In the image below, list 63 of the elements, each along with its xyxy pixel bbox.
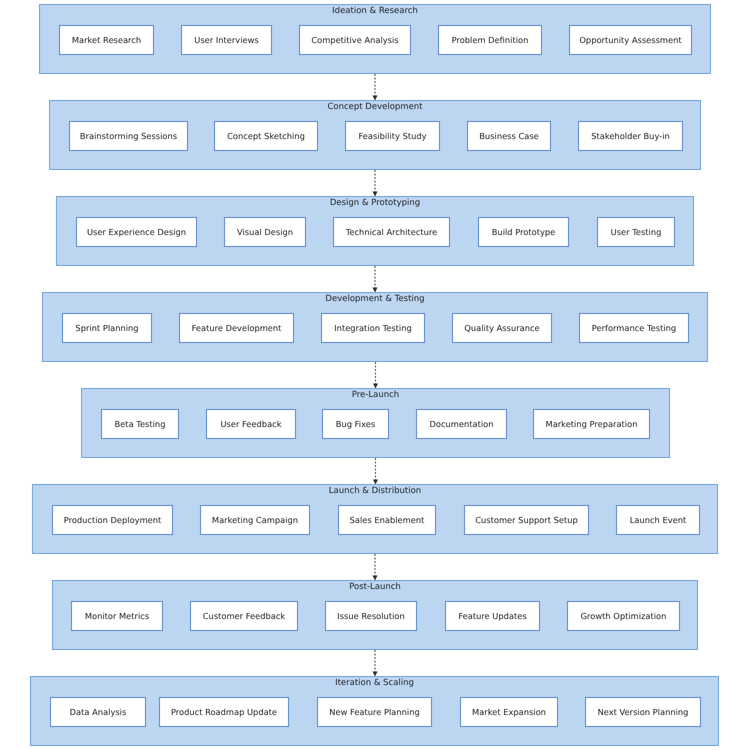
step-box: Next Version Planning [585,697,701,727]
step-box: Marketing Campaign [200,505,310,535]
step-box: Bug Fixes [322,409,389,439]
arrow [372,554,378,580]
step-box: Issue Resolution [325,601,417,631]
step-box: Performance Testing [579,313,689,343]
arrow [372,74,378,100]
step-box: Visual Design [224,217,306,247]
step-box: New Feature Planning [317,697,432,727]
arrow [372,266,378,292]
step-box: Business Case [467,121,551,151]
step-box: Customer Feedback [190,601,298,631]
step-box: Build Prototype [478,217,569,247]
step-box: Monitor Metrics [71,601,163,631]
step-box: Brainstorming Sessions [69,121,188,151]
step-box: Stakeholder Buy-in [578,121,683,151]
step-box: Feature Development [179,313,294,343]
arrow [372,650,378,676]
step-box: Data Analysis [50,697,146,727]
group-title: Post-Launch [348,582,402,592]
step-box: Market Research [59,25,154,55]
arrow [372,170,378,196]
group-title: Ideation & Research [331,6,419,16]
arrow [373,362,378,388]
phase-group [52,580,698,650]
phase-group [32,484,718,554]
step-box: Opportunity Assessment [569,25,692,55]
group-title: Pre-Launch [350,390,400,400]
step-box: Beta Testing [101,409,179,439]
phase-group [42,292,708,362]
group-title: Design & Prototyping [328,198,422,208]
group-title: Development & Testing [324,294,426,304]
step-box: Production Deployment [52,505,173,535]
phase-group [39,4,711,74]
group-title: Concept Development [326,102,424,112]
step-box: User Testing [597,217,675,247]
step-box: User Feedback [206,409,296,439]
step-box: Feature Updates [445,601,540,631]
step-box: Technical Architecture [333,217,450,247]
group-title: Iteration & Scaling [334,678,415,688]
step-box: Customer Support Setup [464,505,589,535]
step-box: Competitive Analysis [299,25,411,55]
step-box: Sales Enablement [338,505,436,535]
group-title: Launch & Distribution [328,486,422,496]
step-box: Integration Testing [321,313,425,343]
step-box: Sprint Planning [62,313,152,343]
step-box: Product Roadmap Update [159,697,289,727]
step-box: Growth Optimization [567,601,680,631]
phase-group [30,676,719,746]
step-box: User Interviews [181,25,272,55]
phase-group [49,100,701,170]
step-box: Launch Event [616,505,700,535]
phase-group [81,388,670,458]
step-box: Marketing Preparation [533,409,650,439]
step-box: Market Expansion [460,697,558,727]
step-box: Documentation [416,409,507,439]
step-box: User Experience Design [76,217,197,247]
phase-group [56,196,694,266]
step-box: Concept Sketching [214,121,318,151]
step-box: Feasibility Study [345,121,440,151]
step-box: Problem Definition [438,25,542,55]
arrow [373,458,378,484]
step-box: Quality Assurance [452,313,552,343]
